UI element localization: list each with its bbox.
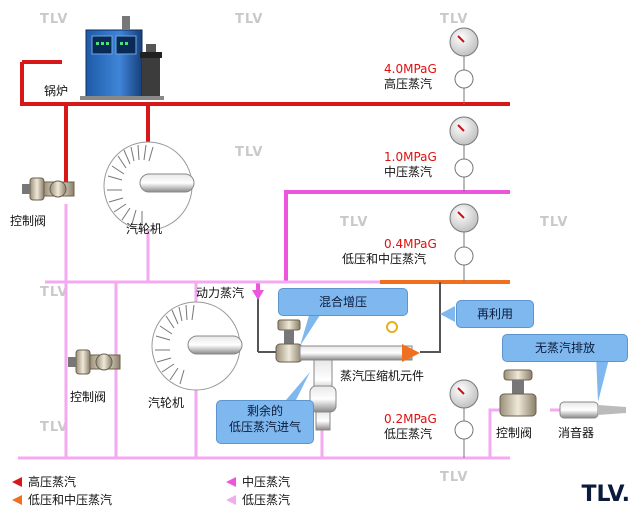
header-high-name: 高压蒸汽 [384, 77, 433, 91]
turbine-1-label: 汽轮机 [126, 222, 163, 236]
compressor-equipment [275, 319, 420, 431]
gauge-low [449, 379, 479, 458]
callout-mixing: 混合增压 [278, 288, 408, 316]
legend-item-low-medium: 低压和中压蒸汽 [12, 493, 112, 507]
callout-reuse: 再利用 [456, 300, 534, 328]
gauge-low-medium [449, 203, 479, 282]
compressor-label: 蒸汽压缩机元件 [340, 369, 425, 383]
header-low-name: 低压蒸汽 [384, 427, 433, 441]
legend-low-label: 低压蒸汽 [242, 493, 291, 507]
legend-high-swatch [12, 477, 22, 487]
watermark: TLV [440, 12, 469, 27]
legend-medium-swatch [226, 477, 236, 487]
silencer-label: 消音器 [558, 426, 595, 440]
legend-high-label: 高压蒸汽 [28, 475, 77, 489]
tlv-logo: TLV. [581, 482, 630, 507]
turbine-2-equipment [151, 301, 243, 391]
mixing-pointer [300, 312, 322, 346]
header-low-medium-pressure-value: 0.4MPaG [384, 237, 437, 251]
gauge-medium [449, 116, 479, 192]
watermark: TLV [40, 285, 69, 300]
watermark: TLV [540, 215, 569, 230]
legend-low-swatch [226, 495, 236, 505]
turbine-2-label: 汽轮机 [148, 396, 185, 410]
boiler-equipment [80, 16, 164, 100]
control-valve-1-label: 控制阀 [10, 214, 47, 228]
control-valve-2-equipment [68, 349, 121, 375]
control-valve-1-equipment [22, 177, 75, 201]
watermark: TLV [40, 420, 69, 435]
legend-item-high: 高压蒸汽 [12, 475, 76, 489]
control-valve-2-label: 控制阀 [70, 390, 107, 404]
watermark: TLV [40, 12, 69, 27]
callout-residual: 剩余的 低压蒸汽进气 [216, 400, 314, 444]
legend-medium-label: 中压蒸汽 [242, 475, 291, 489]
silencer-equipment [559, 401, 626, 419]
turbine-1-equipment [103, 141, 195, 231]
header-high-pressure-value: 4.0MPaG [384, 62, 437, 76]
legend-item-medium: 中压蒸汽 [226, 475, 290, 489]
watermark: TLV [235, 12, 264, 27]
low-pressure-line [18, 204, 560, 460]
watermark: TLV [440, 470, 469, 485]
no-exhaust-pointer [596, 355, 610, 402]
boiler-label: 锅炉 [44, 84, 69, 98]
header-low-medium-name: 低压和中压蒸汽 [342, 252, 427, 266]
callout-no-exhaust: 无蒸汽排放 [502, 334, 628, 362]
header-low-pressure-value: 0.2MPaG [384, 412, 437, 426]
gauge-high [449, 27, 479, 104]
legend-low-medium-label: 低压和中压蒸汽 [28, 493, 113, 507]
legend-low-medium-swatch [12, 495, 22, 505]
reuse-pointer [440, 306, 455, 322]
power-steam-label: 动力蒸汽 [196, 286, 245, 300]
power-steam-arrow [252, 290, 264, 300]
watermark: TLV [340, 215, 369, 230]
watermark: TLV [235, 145, 264, 160]
header-medium-name: 中压蒸汽 [384, 165, 433, 179]
header-medium-pressure-value: 1.0MPaG [384, 150, 437, 164]
residual-pointer [286, 372, 310, 400]
control-valve-3-label: 控制阀 [496, 426, 533, 440]
control-valve-3-equipment [499, 369, 537, 417]
legend-item-low: 低压蒸汽 [226, 493, 290, 507]
